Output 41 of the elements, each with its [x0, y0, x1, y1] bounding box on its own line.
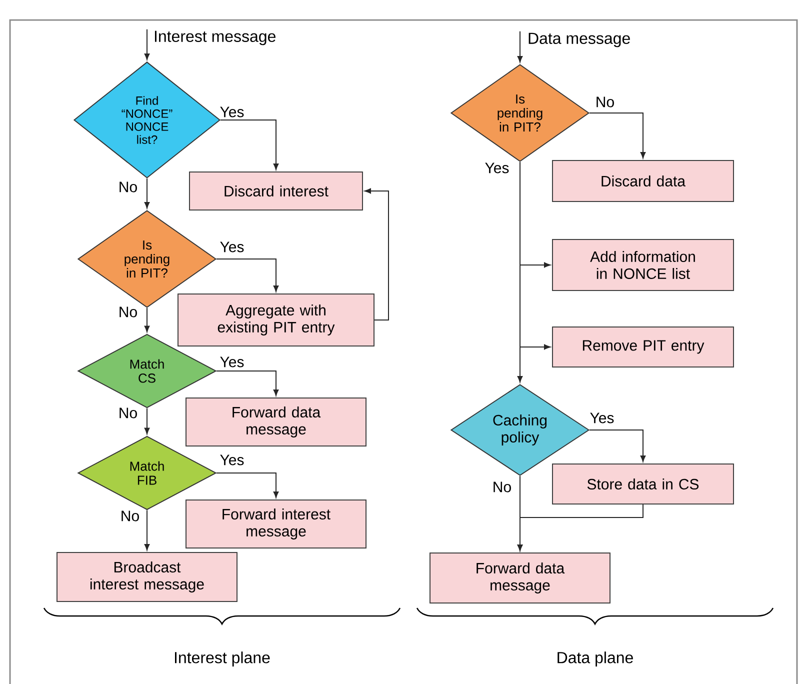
arrow: [216, 258, 279, 292]
edge-label: No: [491, 480, 513, 494]
arrow: [216, 472, 279, 498]
process-box: Forward interest message: [186, 500, 366, 548]
edge-label: No: [594, 96, 616, 108]
process-box: Forward data message: [430, 552, 610, 604]
process-box: Forward data message: [186, 398, 366, 446]
process-box: Add information in NONCE list: [552, 239, 734, 291]
edge-label: Yes: [588, 412, 616, 424]
process-box: Store data in CS: [552, 464, 734, 504]
edge-label: Yes: [218, 106, 246, 118]
edge-label: Yes: [218, 240, 246, 254]
arrow: [144, 408, 150, 434]
process-box: Remove PIT entry: [552, 326, 734, 368]
input-label: Interest message: [154, 30, 276, 46]
arrow: [517, 161, 523, 382]
edge-label: No: [117, 306, 139, 318]
edge-label: Yes: [218, 454, 246, 466]
edge-label: No: [117, 180, 139, 194]
edge-label: No: [117, 406, 139, 420]
arrow: [517, 30, 523, 62]
arrow: [144, 178, 150, 208]
edge-label: Yes: [218, 356, 246, 368]
plane-label: Interest plane: [175, 652, 270, 666]
arrow: [364, 188, 389, 320]
edge-label: Yes: [484, 162, 510, 174]
arrow: [144, 510, 150, 550]
process-box: Discard interest: [189, 172, 363, 210]
arrow: [216, 370, 279, 396]
edge-label: No: [119, 510, 141, 522]
input-label: Data message: [528, 32, 630, 48]
plane-label: Data plane: [558, 652, 633, 666]
arrow: [589, 112, 646, 158]
arrow: [517, 504, 644, 551]
arrow: [589, 430, 646, 462]
arrow: [220, 120, 279, 170]
process-box: Broadcast interest message: [56, 552, 238, 602]
arrow: [144, 307, 150, 332]
process-box: Aggregate with existing PIT entry: [178, 294, 374, 346]
process-box: Discard data: [552, 160, 734, 202]
arrow: [144, 28, 150, 60]
